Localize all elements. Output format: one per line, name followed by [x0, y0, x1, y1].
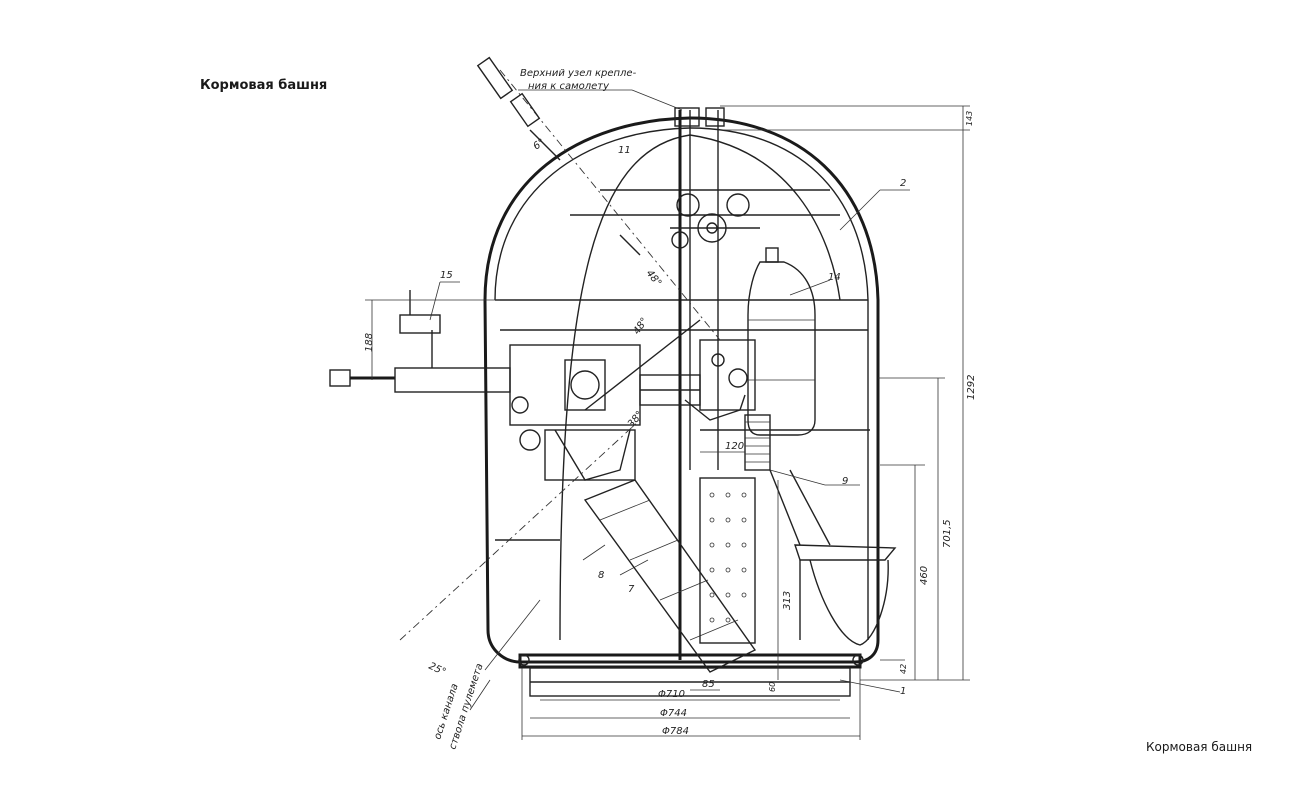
- dim-85: 85: [702, 679, 715, 690]
- dome-shell: [483, 107, 880, 664]
- top-note-line2: ния к самолету: [528, 81, 610, 92]
- dim-188: 188: [364, 333, 375, 352]
- dim-phi784: Φ784: [662, 726, 689, 737]
- dimension-lines: [365, 89, 970, 740]
- sight-lines: [399, 56, 721, 641]
- part-number-14: 14: [828, 272, 841, 283]
- top-note-line1: Верхний узел крепле-: [520, 68, 637, 79]
- angle-48: 48°: [644, 268, 664, 289]
- part-number-9: 9: [842, 476, 848, 487]
- dim-phi710: Φ710: [658, 689, 685, 700]
- machine-gun: [329, 290, 641, 481]
- dim-60: 60: [768, 682, 777, 692]
- caption-top: Кормовая башня: [200, 78, 328, 93]
- dim-701-5: 701,5: [942, 519, 953, 548]
- right-mount: [639, 339, 771, 471]
- case-chute: [583, 479, 757, 673]
- gunner-seat: [769, 469, 897, 646]
- part-number-8: 8: [598, 570, 604, 581]
- dim-460: 460: [919, 566, 930, 585]
- dim-313: 313: [782, 591, 793, 610]
- perforated-box: [699, 477, 756, 644]
- part-number-1: 1: [900, 686, 906, 697]
- dim-120: 120: [725, 441, 744, 452]
- caption-bottom: Кормовая башня: [1146, 740, 1253, 754]
- angle-6: 6°: [531, 137, 547, 153]
- labels: Верхний узел крепле- ния к самолету ось …: [364, 68, 977, 751]
- gauge-panel: [670, 193, 760, 249]
- dim-phi744: Φ744: [660, 708, 687, 719]
- part-number-11: 11: [618, 145, 631, 156]
- dim-143: 143: [965, 111, 974, 126]
- angle-25: 25°: [427, 661, 448, 678]
- oxygen-bottle: [747, 247, 816, 436]
- angle-38: 38°: [626, 409, 646, 430]
- part-number-7: 7: [628, 584, 635, 595]
- dim-1292: 1292: [966, 375, 977, 400]
- dim-42: 42: [899, 664, 908, 674]
- part-number-15: 15: [440, 270, 453, 281]
- part-number-2: 2: [900, 178, 906, 189]
- angle-48b: 48°: [631, 316, 650, 337]
